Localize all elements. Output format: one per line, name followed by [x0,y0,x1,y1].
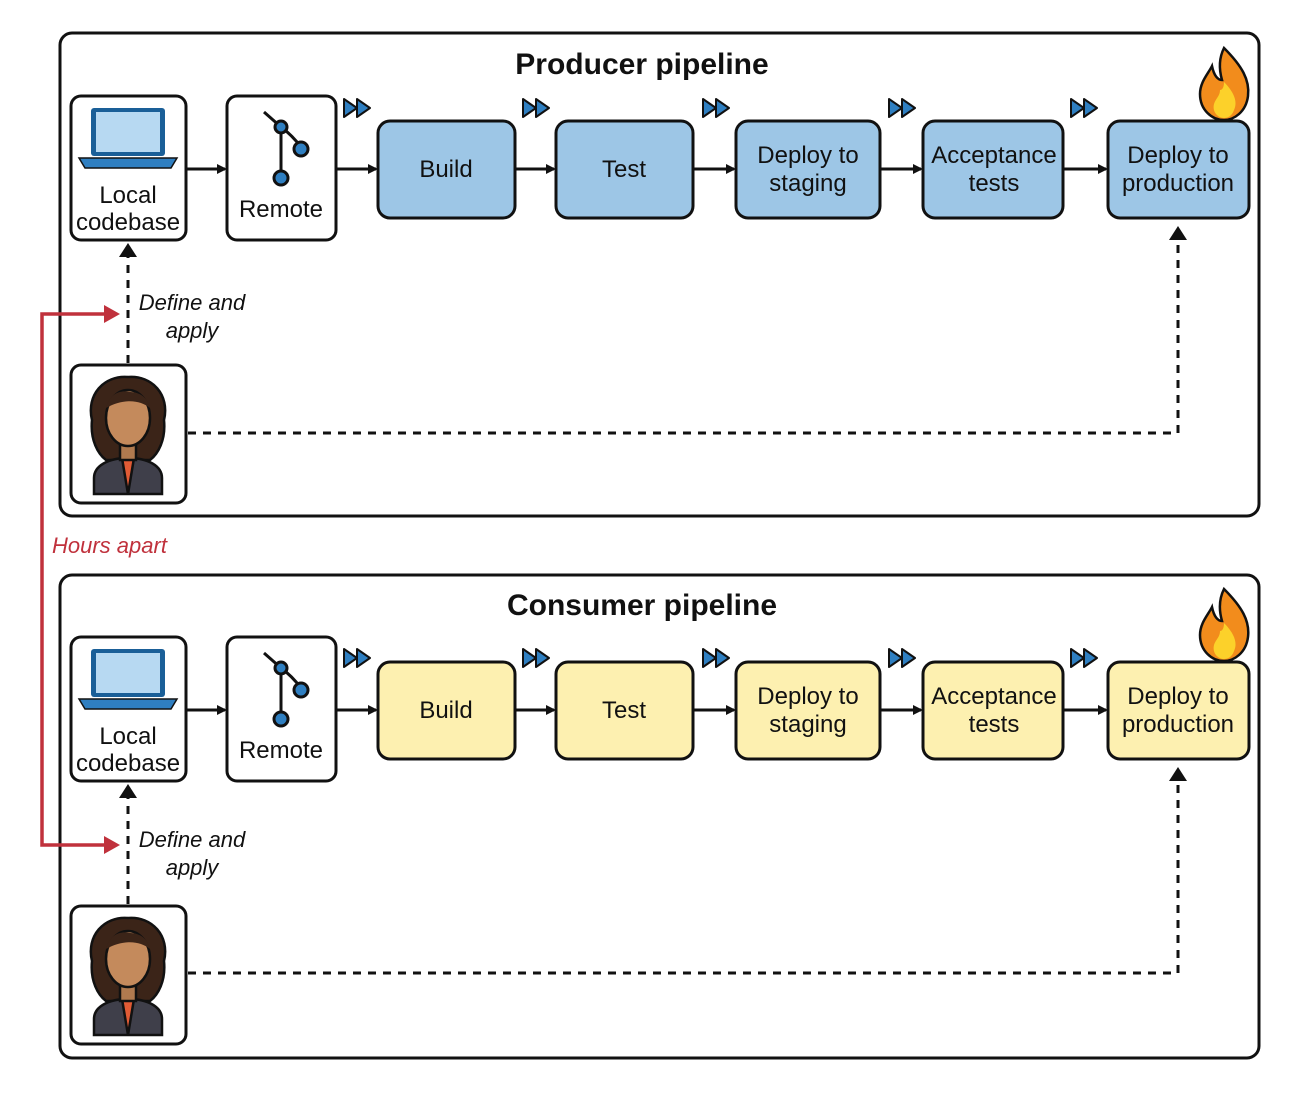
stage-production-label-line1: Deploy to [1127,142,1228,169]
stage-test-label: Test [602,156,646,183]
fast-forward-icon [343,98,371,118]
define-apply-label-line2: apply [166,855,221,880]
stage-acceptance-tests: Acceptance tests [921,119,1065,220]
stage-acceptance-label-line1: Acceptance [931,683,1056,710]
developer-box [69,904,188,1046]
developer-avatar-icon [89,916,167,1037]
stage-deploy-staging: Deploy to staging [734,119,882,220]
svg-text:Local: Local [99,182,156,209]
stage-build-label: Build [419,697,472,724]
laptop-icon [77,649,179,710]
define-apply-arrowhead [119,243,137,257]
consumer-pipeline-title: Consumer pipeline [507,589,777,622]
fast-forward-icon [1070,98,1098,118]
stage-deploy-production: Deploy to production [1106,660,1251,761]
stage-test: Test [554,660,695,761]
define-apply-label-line1: Define and [139,290,246,315]
remote-label: Remote [239,737,323,764]
local-codebase-label-line2: codebase [76,750,180,777]
stage-deploy-production: Deploy to production [1106,119,1251,220]
local-codebase-box: Local codebase [69,635,188,783]
direct-deploy-arrowhead [1169,226,1187,240]
stage-deploy-staging-label-line2: staging [769,711,846,738]
remote-label: Remote [239,196,323,223]
producer-pipeline: Producer pipeline Local codebase [58,31,1261,518]
laptop-icon [77,108,179,169]
define-apply-arrowhead [119,784,137,798]
stage-acceptance-label-line2: tests [969,170,1020,197]
fast-forward-icon [702,98,730,118]
git-branch-icon [263,651,310,728]
direct-deploy-path [188,781,1180,975]
fast-forward-icon [522,98,550,118]
svg-text:codebase: codebase [76,209,180,236]
consumer-pipeline: Consumer pipeline Local codebase Remote [58,573,1261,1060]
red-arrowhead [104,836,120,854]
fast-forward-icon [888,98,916,118]
stage-build: Build [376,660,517,761]
stage-production-label-line2: production [1122,170,1234,197]
direct-deploy-path [188,240,1180,435]
stage-acceptance-tests: Acceptance tests [921,660,1065,761]
fast-forward-icon [888,648,916,668]
stage-deploy-staging-label-line1: Deploy to [757,142,858,169]
red-arrowhead [104,305,120,323]
local-codebase-box: Local codebase [69,94,188,242]
fire-icon [1198,45,1250,122]
direct-deploy-arrowhead [1169,767,1187,781]
fast-forward-icon [522,648,550,668]
remote-box: Remote [225,94,338,242]
developer-box [69,363,188,505]
hours-apart-label: Hours apart [52,533,168,558]
stage-acceptance-label-line1: Acceptance [931,142,1056,169]
define-apply-label-line1: Define and [139,827,246,852]
stage-build: Build [376,119,517,220]
stage-test: Test [554,119,695,220]
stage-production-label-line2: production [1122,711,1234,738]
stage-deploy-staging: Deploy to staging [734,660,882,761]
producer-pipeline-title: Producer pipeline [515,48,768,81]
remote-box: Remote [225,635,338,783]
stage-deploy-staging-label-line1: Deploy to [757,683,858,710]
fast-forward-icon [1070,648,1098,668]
fire-icon [1198,586,1250,663]
stage-acceptance-label-line2: tests [969,711,1020,738]
svg-text:codebase: codebase [76,750,180,777]
stage-production-label-line1: Deploy to [1127,683,1228,710]
fast-forward-icon [702,648,730,668]
fast-forward-icon [343,648,371,668]
define-apply-label-line2: apply [166,318,221,343]
stage-test-label: Test [602,697,646,724]
local-codebase-label-line2: codebase [76,209,180,236]
git-branch-icon [263,110,310,187]
stage-deploy-staging-label-line2: staging [769,170,846,197]
developer-avatar-icon [89,375,167,496]
local-codebase-label-line1: Local [99,182,156,209]
stage-build-label: Build [419,156,472,183]
svg-text:Local: Local [99,723,156,750]
local-codebase-label-line1: Local [99,723,156,750]
hours-apart-connector: Hours apart [40,305,168,854]
